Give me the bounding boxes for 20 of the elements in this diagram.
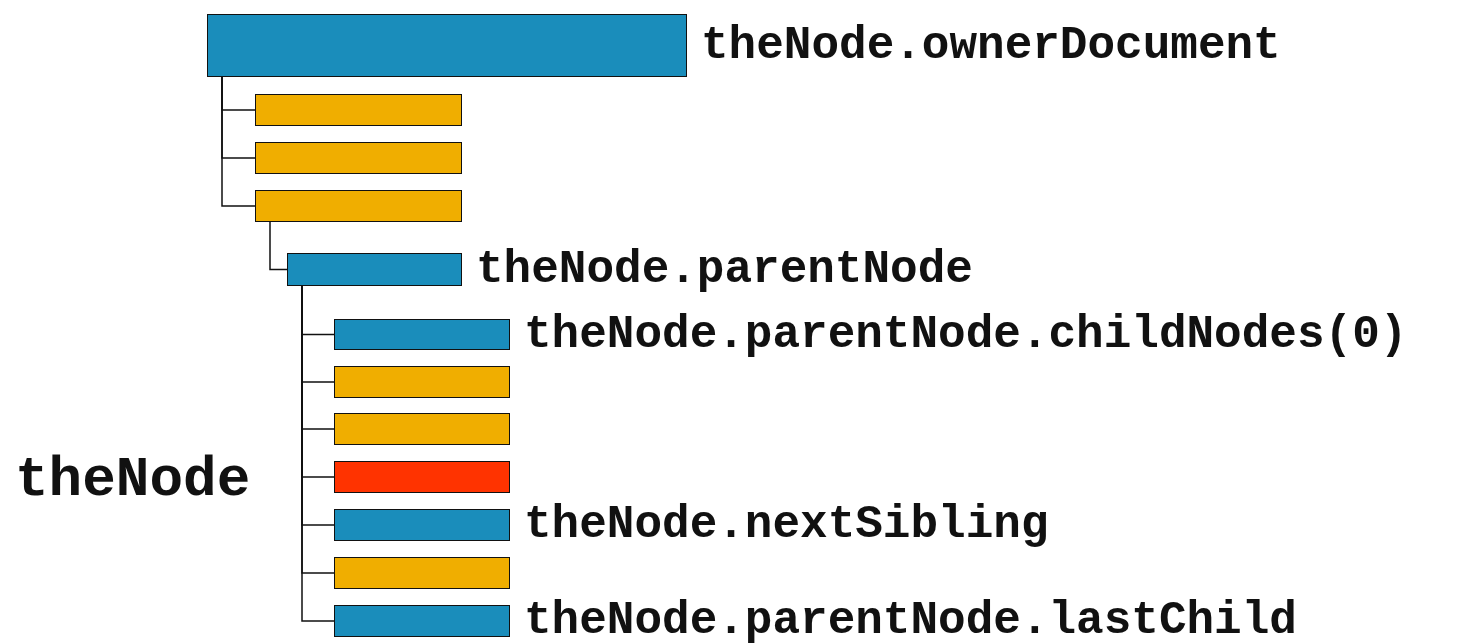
property-label: theNode.parentNode (476, 246, 973, 293)
tree-node-bar (334, 557, 510, 589)
tree-node-bar (207, 14, 687, 77)
tree-node-bar (255, 94, 462, 126)
tree-node-bar (287, 253, 462, 286)
tree-node-bar (255, 142, 462, 174)
property-label: theNode.parentNode.lastChild (524, 598, 1297, 643)
tree-connector (269, 221, 288, 271)
property-label: theNode.parentNode.childNodes(0) (524, 311, 1408, 358)
tree-node-bar (334, 366, 510, 398)
tree-node-bar (334, 605, 510, 637)
property-label: theNode.nextSibling (524, 502, 1049, 548)
variable-label: theNode (15, 452, 251, 508)
property-label: theNode.ownerDocument (701, 22, 1281, 69)
tree-node-bar (334, 319, 510, 350)
tree-connector (221, 76, 256, 207)
tree-node-bar (334, 413, 510, 445)
tree-node-bar (334, 509, 510, 541)
tree-node-bar (334, 461, 510, 493)
tree-node-bar (255, 190, 462, 222)
